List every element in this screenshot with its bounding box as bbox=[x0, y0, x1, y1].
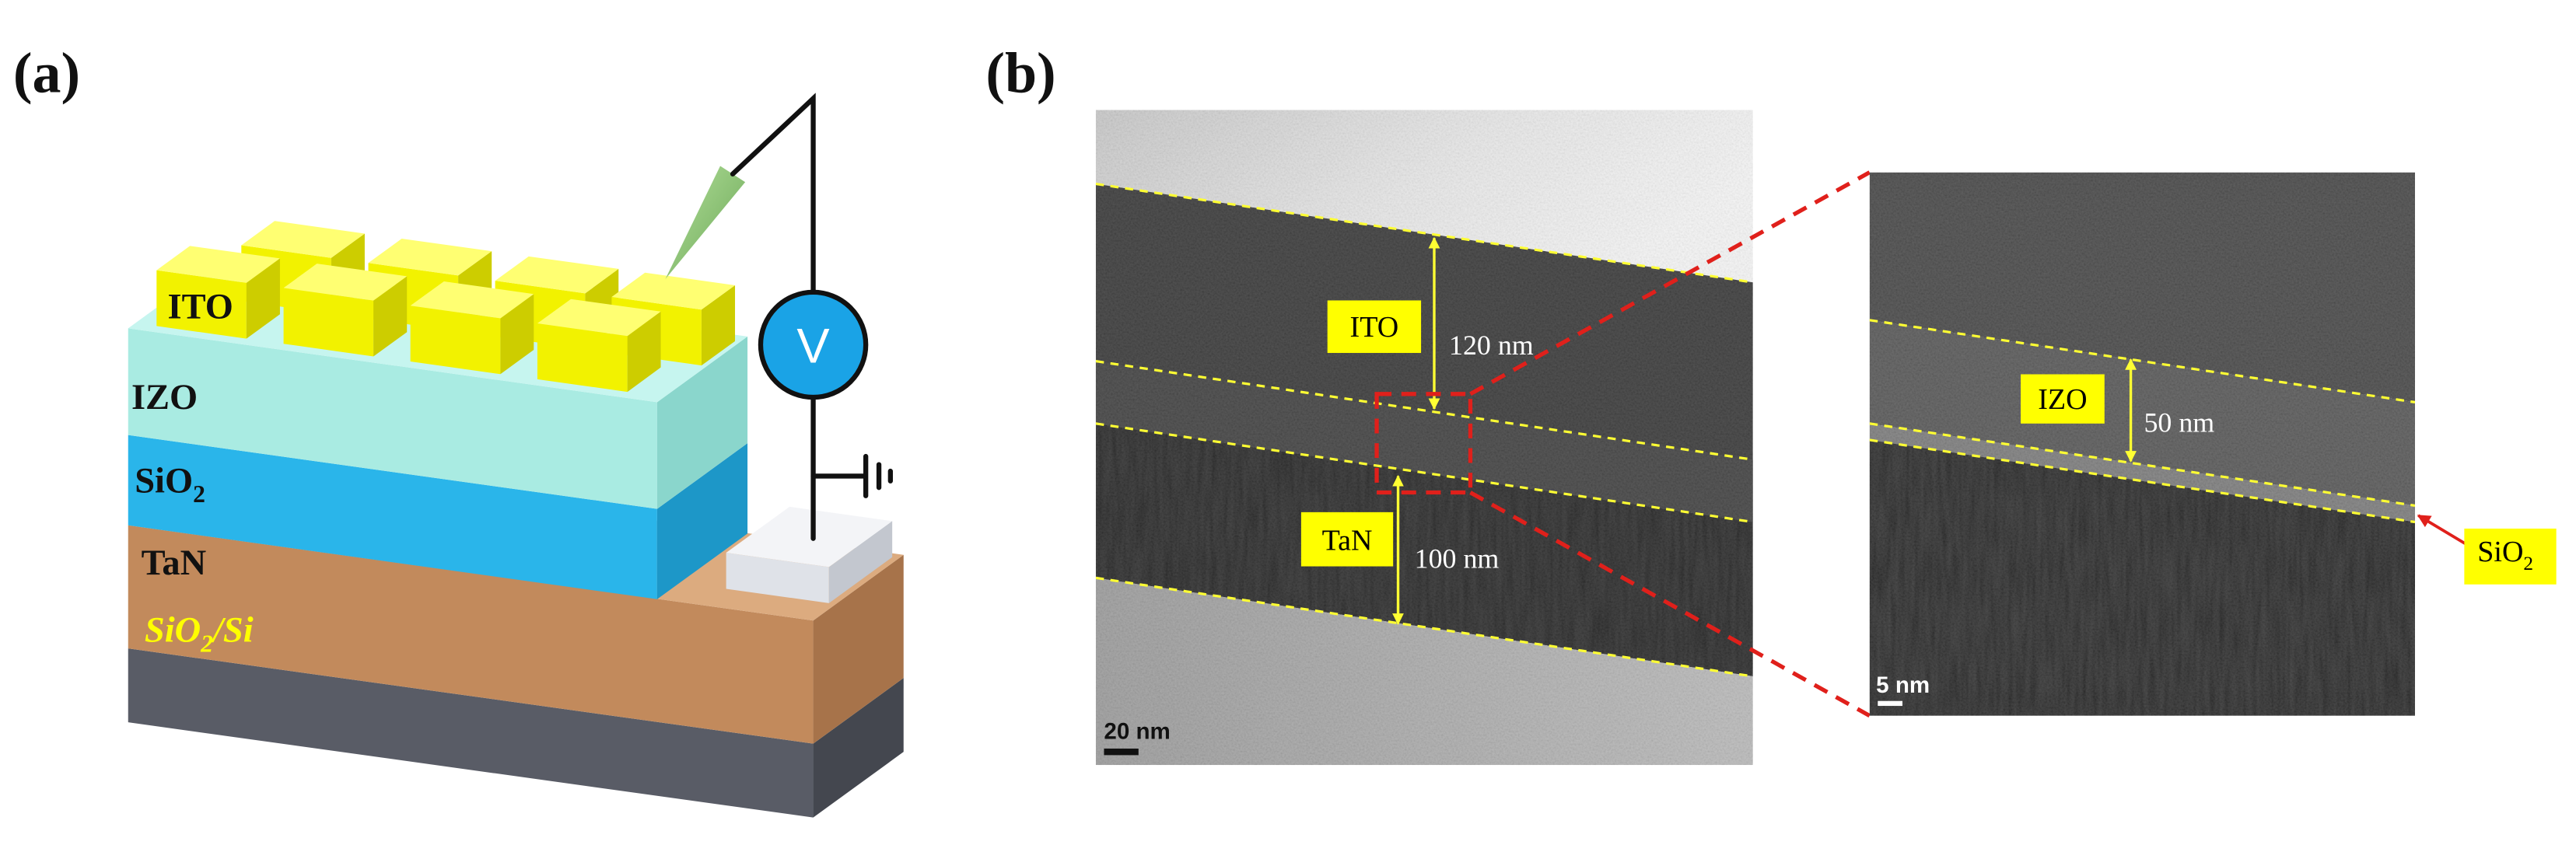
zoom-grain-texture bbox=[1869, 172, 2415, 716]
sio2-layer-front-face bbox=[128, 435, 657, 599]
panel-a-label: (a) bbox=[13, 40, 80, 104]
sio2-layer-side-face bbox=[656, 443, 748, 599]
sio2-layer-label: SiO2 bbox=[135, 462, 205, 508]
ito-pad-front-face bbox=[156, 270, 247, 339]
izo-layer-front-face bbox=[128, 328, 657, 509]
zoom-interface-sio2-tan bbox=[1869, 438, 2415, 524]
overview-scale-bar-label: 20 nm bbox=[1104, 718, 1170, 744]
izo-tem-label: IZO bbox=[2038, 383, 2087, 416]
ito-pad-top-face bbox=[495, 256, 619, 294]
device-schematic: ITO IZO SiO2 TaN SiO2/Si V bbox=[128, 93, 904, 818]
ito-pad bbox=[283, 264, 408, 357]
substrate-layer-label: SiO2/Si bbox=[145, 611, 254, 658]
substrate-label-sub: 2 bbox=[200, 630, 213, 657]
zoom-scale-bar bbox=[1878, 700, 1902, 707]
ground-icon bbox=[810, 453, 894, 498]
ito-pad-top-face bbox=[156, 246, 280, 283]
zoom-connector-top bbox=[1469, 170, 1871, 396]
zoom-interface-izo-sio2 bbox=[1869, 422, 2415, 507]
ito-pad-top-face bbox=[537, 299, 661, 337]
voltmeter-icon: V bbox=[758, 289, 869, 400]
sio2-label-box bbox=[2464, 528, 2557, 585]
substrate-label-base: SiO bbox=[145, 611, 201, 651]
ito-pad-side-face bbox=[701, 285, 736, 366]
izo-layer-label: IZO bbox=[131, 378, 198, 417]
bottom-electrode bbox=[726, 506, 893, 603]
zoom-tem-image bbox=[1869, 172, 2415, 716]
zoom-interface-ito-izo bbox=[1869, 319, 2415, 403]
tan-layer-label: TaN bbox=[142, 543, 207, 583]
sio2-pointer-arrow bbox=[2417, 514, 2469, 546]
ito-pads bbox=[156, 221, 736, 393]
substrate-side-face bbox=[813, 678, 904, 818]
zoom-scale-bar-label: 5 nm bbox=[1876, 672, 1930, 698]
substrate-front-face bbox=[128, 648, 814, 818]
ito-pad bbox=[537, 299, 661, 393]
sio2-tem-label-base: SiO bbox=[2477, 536, 2523, 568]
sio2-label-sub: 2 bbox=[193, 480, 205, 508]
tan-tem-label: TaN bbox=[1322, 524, 1373, 557]
overview-tem-image bbox=[1095, 110, 1753, 766]
ito-pad-side-face bbox=[246, 258, 280, 339]
ito-tem-label: ITO bbox=[1350, 311, 1399, 344]
voltmeter-circle bbox=[758, 289, 869, 400]
sio2-tem-label: SiO2 bbox=[2477, 536, 2533, 574]
tem-grain-texture bbox=[1095, 110, 1753, 766]
ito-pad-top-face bbox=[368, 239, 492, 276]
bottom-electrode-top-face bbox=[726, 506, 893, 567]
overview-scale-bar bbox=[1104, 748, 1139, 756]
zoom-connector-bottom bbox=[1469, 491, 1871, 718]
tan-layer-side-face bbox=[813, 554, 904, 744]
overview-annotations: ITO 120 nm TaN 100 nm 20 nm bbox=[1104, 236, 1534, 756]
zoom-annotations: IZO 50 nm 5 nm SiO2 bbox=[1876, 358, 2557, 707]
ito-thickness-label: 120 nm bbox=[1449, 330, 1534, 361]
sio2-label-base: SiO bbox=[135, 462, 193, 501]
ito-pad-front-face bbox=[537, 323, 628, 393]
interface-line-ito-izo bbox=[1095, 360, 1753, 461]
tan-label-box bbox=[1300, 512, 1394, 567]
ito-pad-front-face bbox=[410, 306, 501, 375]
ito-pad-top-face bbox=[611, 272, 736, 310]
sio2-tem-label-sub: 2 bbox=[2523, 553, 2533, 574]
izo-layer-side-face bbox=[656, 336, 748, 509]
ito-pad-front-face bbox=[283, 288, 374, 357]
ito-pad-top-face bbox=[283, 264, 408, 301]
tan-thickness-label: 100 nm bbox=[1415, 543, 1500, 574]
bottom-electrode-front-face bbox=[726, 553, 829, 603]
interface-line-izo-tan bbox=[1095, 422, 1753, 524]
izo-label-box bbox=[2021, 374, 2105, 424]
zoom-region-box bbox=[1374, 392, 1473, 495]
izo-thickness-label: 50 nm bbox=[2144, 407, 2214, 438]
probe-wire bbox=[730, 93, 816, 295]
ito-pad bbox=[156, 246, 280, 339]
ito-layer-label: ITO bbox=[168, 288, 233, 327]
ito-pad-top-face bbox=[410, 281, 534, 319]
zoom-indicator bbox=[1374, 170, 1871, 718]
voltmeter-symbol: V bbox=[796, 320, 829, 374]
ito-pad bbox=[410, 281, 534, 375]
ito-pad-side-face bbox=[627, 311, 661, 393]
ito-pad-side-face bbox=[500, 294, 534, 375]
tan-layer-front-face bbox=[128, 525, 814, 744]
interface-line-tan-bottom bbox=[1095, 576, 1753, 678]
substrate-label-suffix: /Si bbox=[211, 611, 254, 651]
ito-pad-top-face bbox=[241, 221, 365, 258]
ito-pad-side-face bbox=[373, 276, 408, 357]
interface-line-top bbox=[1095, 182, 1753, 284]
ito-label-box bbox=[1327, 300, 1422, 354]
bottom-electrode-side-face bbox=[828, 521, 893, 603]
panel-b-label: (b) bbox=[985, 40, 1055, 104]
probe-tip-icon bbox=[665, 166, 746, 279]
